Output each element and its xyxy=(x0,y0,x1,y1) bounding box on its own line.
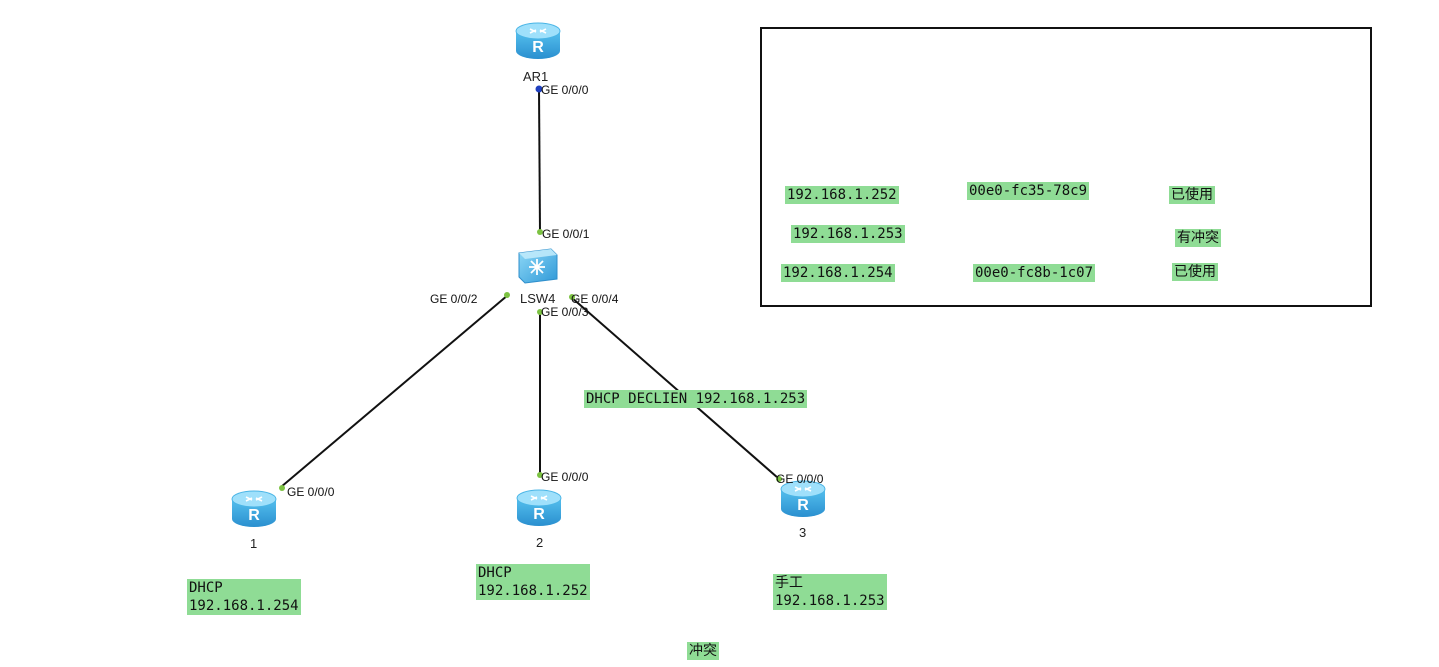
link-lsw4-r1[interactable] xyxy=(280,294,509,488)
port-dot-lsw4-p4 xyxy=(569,294,575,300)
svg-text:R: R xyxy=(533,506,545,523)
note-r3-manual: 手工 192.168.1.253 xyxy=(773,574,887,610)
device-name-ar1: AR1 xyxy=(523,69,549,84)
port-label-lsw4-p3: GE 0/0/3 xyxy=(541,305,589,319)
table-ip: 192.168.1.253 xyxy=(791,225,905,243)
port-dot-r1 xyxy=(279,485,285,491)
svg-text:R: R xyxy=(797,497,809,514)
port-label-r1: GE 0/0/0 xyxy=(287,485,335,499)
table-ip: 192.168.1.252 xyxy=(785,186,899,204)
port-label-lsw4-p4: GE 0/0/4 xyxy=(571,292,619,306)
note-r2-dhcp: DHCP 192.168.1.252 xyxy=(476,564,590,600)
link-ar1-lsw4[interactable] xyxy=(538,88,541,234)
port-dot-lsw4-p3 xyxy=(537,309,543,315)
ip-pool-box: 192.168.1.252 00e0-fc35-78c9 已使用 192.168… xyxy=(760,27,1372,307)
table-status: 已使用 xyxy=(1169,186,1215,204)
port-dot-ar1 xyxy=(535,85,543,93)
table-ip: 192.168.1.254 xyxy=(781,264,895,282)
port-dot-r3 xyxy=(776,476,782,482)
port-label-lsw4-p1: GE 0/0/1 xyxy=(542,227,590,241)
router-icon[interactable]: R xyxy=(515,22,561,59)
table-status: 已使用 xyxy=(1172,263,1218,281)
switch-icon[interactable] xyxy=(518,248,558,284)
table-status: 有冲突 xyxy=(1175,229,1221,247)
port-label-r3: GE 0/0/0 xyxy=(776,472,824,486)
device-name-r2: 2 xyxy=(536,535,544,550)
router-icon[interactable]: R xyxy=(780,480,826,517)
svg-text:R: R xyxy=(248,507,260,524)
link-lsw4-r3[interactable] xyxy=(570,296,779,479)
table-mac: 00e0-fc8b-1c07 xyxy=(973,264,1096,282)
note-dhcp-decline: DHCP DECLIEN 192.168.1.253 xyxy=(584,390,808,408)
note-r1-dhcp: DHCP 192.168.1.254 xyxy=(187,579,301,615)
port-label-lsw4-p2: GE 0/0/2 xyxy=(430,292,478,306)
port-dot-r2 xyxy=(537,472,543,478)
router-icon[interactable]: R xyxy=(516,489,562,526)
table-mac: 00e0-fc35-78c9 xyxy=(967,182,1090,200)
device-name-r3: 3 xyxy=(799,525,807,540)
device-name-lsw4: LSW4 xyxy=(520,291,556,306)
port-dot-lsw4-p1 xyxy=(537,229,543,235)
port-label-r2: GE 0/0/0 xyxy=(541,470,589,484)
svg-text:R: R xyxy=(532,39,544,56)
note-conflict: 冲突 xyxy=(687,642,719,660)
port-label-ar1: GE 0/0/0 xyxy=(541,83,589,97)
router-icon[interactable]: R xyxy=(231,490,277,527)
port-dot-lsw4-p2 xyxy=(504,292,510,298)
device-name-r1: 1 xyxy=(250,536,258,551)
